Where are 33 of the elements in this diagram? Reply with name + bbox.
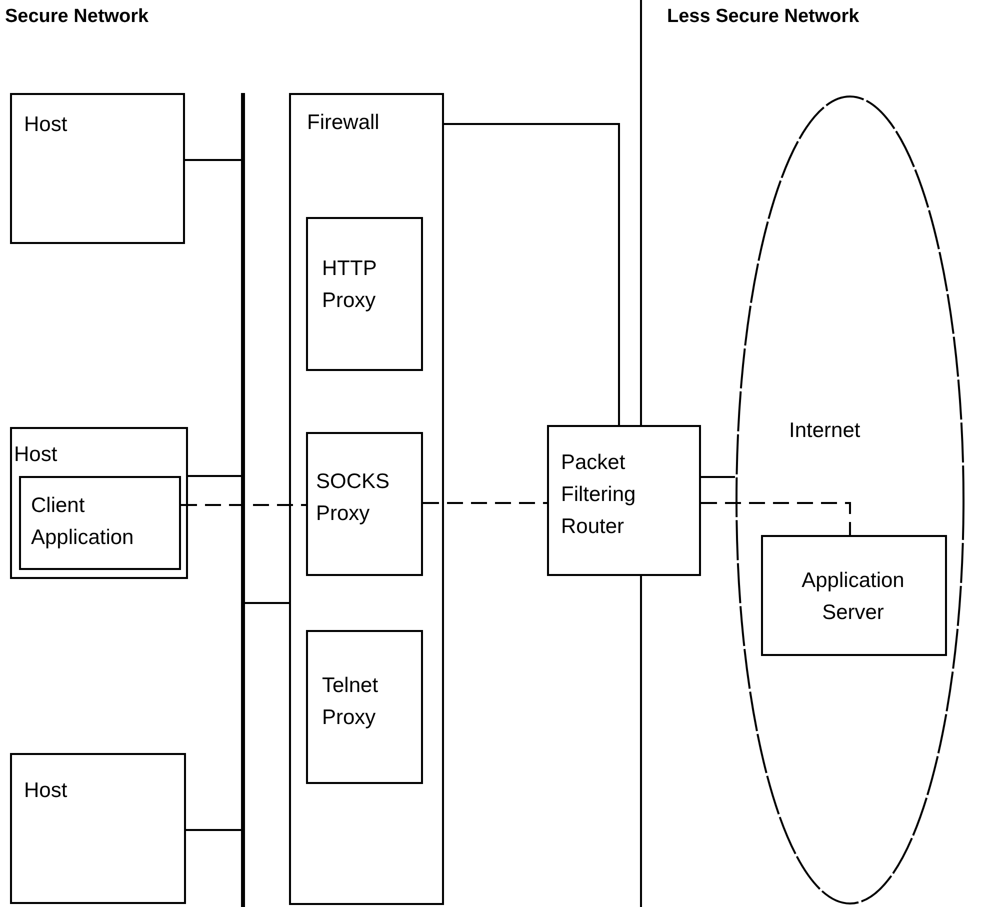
- section-heading: Less Secure Network: [667, 6, 860, 28]
- node-label: Host: [24, 778, 68, 804]
- node-label: Application Server: [800, 568, 906, 626]
- node-label: Host: [24, 112, 68, 138]
- node-label: Packet Filtering Router: [561, 450, 637, 540]
- component-box: [289, 93, 444, 905]
- component-box: [10, 753, 186, 904]
- node-label: Firewall: [307, 110, 380, 136]
- dashed-connector: [701, 502, 851, 537]
- component-box: [19, 476, 181, 570]
- component-box: [10, 427, 188, 579]
- component-box: [761, 535, 947, 656]
- section-heading: Secure Network: [5, 6, 149, 28]
- node-label: Internet: [789, 418, 860, 444]
- connector-line: [186, 829, 241, 831]
- node-label: Host: [14, 442, 58, 468]
- node-label: HTTP Proxy: [322, 256, 378, 314]
- component-box: [547, 425, 701, 576]
- component-box: [306, 432, 423, 576]
- node-label: Telnet Proxy: [322, 673, 380, 731]
- component-box: [306, 217, 423, 371]
- component-box: [10, 93, 185, 244]
- connector-line: [185, 159, 241, 161]
- component-box: [306, 630, 423, 784]
- network-ellipse: [735, 95, 965, 905]
- dashed-connector: [423, 502, 547, 504]
- connector-line: [444, 123, 620, 425]
- node-label: SOCKS Proxy: [316, 469, 391, 527]
- connector-line: [188, 475, 241, 477]
- dashed-connector: [181, 504, 306, 506]
- node-label: Client Application: [31, 493, 135, 551]
- connector-line: [245, 602, 289, 604]
- connector-line: [701, 476, 735, 478]
